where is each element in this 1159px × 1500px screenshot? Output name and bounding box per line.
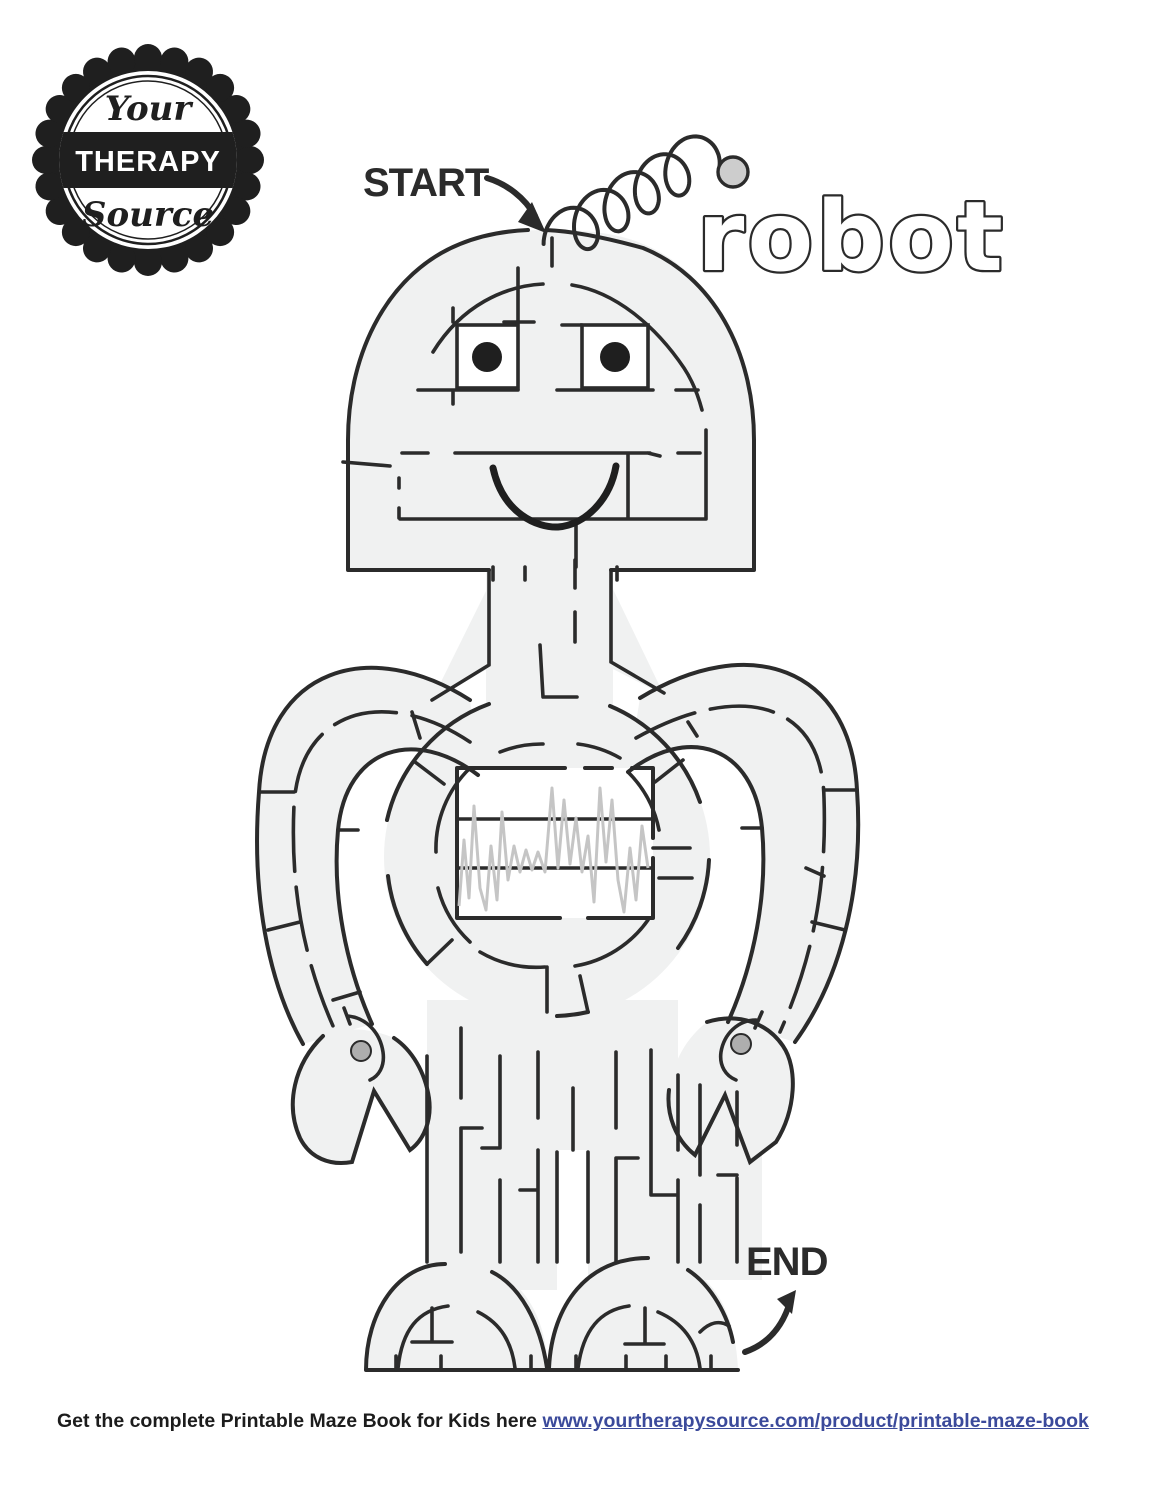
shoulder-left-fill [432, 585, 489, 700]
end-arrow-icon [742, 1290, 796, 1355]
chest-panel-border [455, 766, 655, 920]
feet-walls [364, 1256, 740, 1372]
antenna-spring-icon [541, 134, 722, 252]
neck-fill [486, 560, 613, 710]
footer: Get the complete Printable Maze Book for… [57, 1410, 1089, 1433]
maze-title: robot [697, 181, 1006, 293]
hand-left-outline [290, 1034, 432, 1165]
arm-right-maze-line [634, 704, 827, 1034]
logo-text-therapy: THERAPY [75, 146, 221, 178]
head-walls [341, 236, 708, 582]
smile [489, 462, 620, 531]
hand-knob-left [350, 1040, 372, 1062]
footer-text: Get the complete Printable Maze Book for… [57, 1410, 538, 1432]
head-outline [346, 228, 756, 572]
hand-right-details [718, 1010, 764, 1082]
footer-link[interactable]: www.yourtherapysource.com/product/printa… [542, 1410, 1089, 1432]
torso-inner-walls [413, 742, 694, 1152]
leg-right-fill [588, 1000, 678, 1290]
torso-outer-walls [385, 702, 711, 1018]
leg-walls [425, 1026, 739, 1264]
arm-right-ticks [686, 720, 859, 932]
chest-squiggle [457, 786, 650, 914]
leg-left-fill [427, 1000, 557, 1290]
right-pupil [600, 342, 630, 372]
end-label: END [746, 1240, 828, 1284]
head-fill [348, 230, 754, 570]
arm-left-maze-line [291, 710, 472, 1028]
arm-left-fill [257, 667, 478, 1044]
feet-inner-walls [394, 1304, 731, 1372]
therapy-source-logo: Your THERAPY Source [32, 44, 264, 276]
antenna-ball [716, 155, 750, 189]
shoulder-right-fill [611, 585, 664, 695]
start-label: START [363, 161, 489, 205]
badge-band [59, 132, 237, 188]
start-arrow-icon [484, 175, 546, 233]
left-pupil [472, 342, 502, 372]
arm-left-ticks [257, 710, 422, 1002]
neck-walls [430, 558, 666, 702]
logo-text-your: Your [105, 89, 194, 129]
arm-right-fill [628, 664, 859, 1042]
hand-left-details [342, 1006, 386, 1082]
hand-knob-right [730, 1033, 752, 1055]
hand-left-fill [292, 1029, 430, 1163]
logo-text-source: Source [82, 195, 214, 235]
left-eye [455, 323, 520, 390]
